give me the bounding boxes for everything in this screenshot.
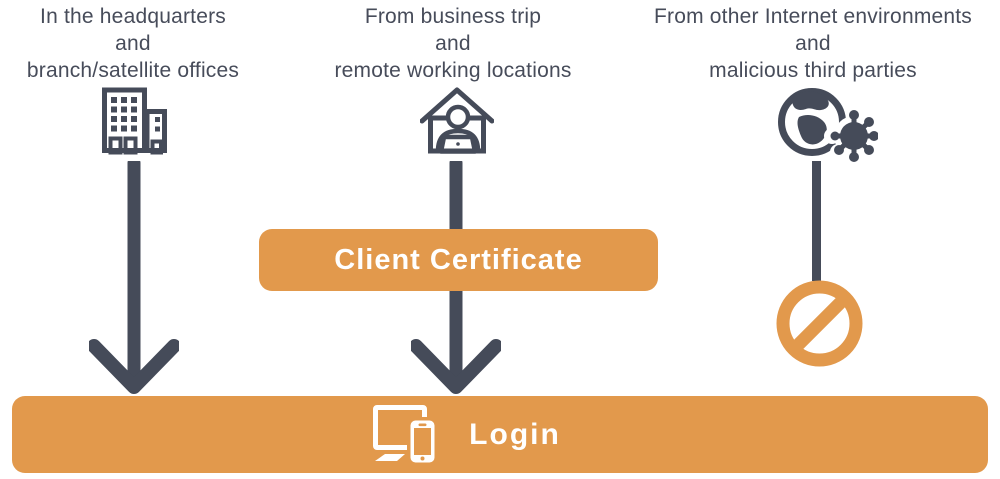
- label-line: From other Internet environments: [653, 5, 973, 28]
- devices-icon: [373, 404, 439, 465]
- label-line: and: [795, 32, 831, 55]
- label-line: In the headquarters: [40, 5, 226, 28]
- login-bar-content: Login: [371, 403, 561, 467]
- client-certificate-banner: Client Certificate: [259, 229, 658, 291]
- label-line: and: [435, 32, 471, 55]
- login-label: Login: [469, 417, 561, 451]
- label-line: malicious third parties: [709, 59, 917, 82]
- column-label-headquarters: In the headquarters and branch/satellite…: [0, 3, 283, 84]
- globe-malware-icon: [778, 88, 878, 164]
- label-line: From business trip: [364, 5, 542, 28]
- column-label-business-trip: From business trip and remote working lo…: [303, 3, 603, 84]
- label-line: branch/satellite offices: [26, 59, 240, 82]
- connector-line: [812, 161, 821, 281]
- office-building-icon: [102, 87, 167, 155]
- login-bar: Login: [12, 396, 988, 473]
- client-certificate-label: Client Certificate: [334, 243, 583, 276]
- column-label-other-internet: From other Internet environments and mal…: [618, 3, 1000, 84]
- down-arrow-icon: [89, 161, 179, 394]
- prohibition-icon: [776, 280, 863, 367]
- label-line: and: [115, 32, 151, 55]
- remote-worker-house-icon: [420, 87, 494, 154]
- label-line: remote working locations: [334, 59, 572, 82]
